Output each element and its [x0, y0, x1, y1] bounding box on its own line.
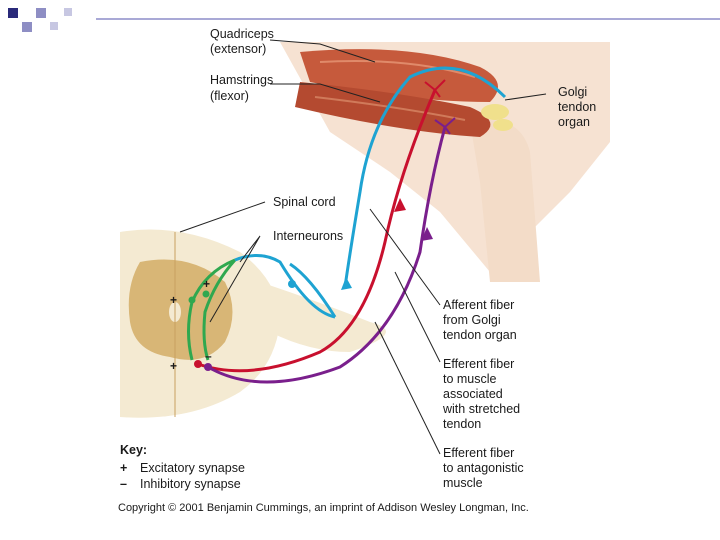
label-efferent-stretched-3: associated [443, 387, 503, 401]
label-efferent-antagonistic-1: Efferent fiber [443, 446, 514, 460]
label-quadriceps-1: Quadriceps [210, 27, 274, 41]
label-afferent-1: Afferent fiber [443, 298, 514, 312]
header-rule [96, 18, 720, 20]
label-hamstrings-2: (flexor) [210, 89, 249, 103]
label-afferent-3: tendon organ [443, 328, 517, 342]
key-symbol-inhibitory: – [120, 477, 127, 491]
slide-decoration [0, 0, 720, 40]
key-title: Key: [120, 443, 147, 457]
hamstrings-muscle [295, 82, 491, 137]
spinal-cord-section [120, 229, 386, 418]
label-efferent-antagonistic-3: muscle [443, 476, 483, 490]
golgi-tendon-organ [481, 104, 509, 120]
label-efferent-antagonistic-2: to antagonistic [443, 461, 524, 475]
label-spinal-cord: Spinal cord [273, 195, 336, 209]
label-efferent-stretched-5: tendon [443, 417, 481, 431]
leader-lines [179, 39, 547, 455]
label-efferent-stretched-2: to muscle [443, 372, 497, 386]
synapse-sign-4: – [205, 349, 212, 363]
label-golgi-2: tendon [558, 100, 596, 114]
label-quadriceps-2: (extensor) [210, 42, 266, 56]
label-golgi-3: organ [558, 115, 590, 129]
key-symbol-excitatory: + [120, 461, 127, 475]
label-afferent-2: from Golgi [443, 313, 501, 327]
synapse-sign-1: + [170, 293, 177, 307]
interneurons [187, 258, 237, 361]
synapse-sign-2: + [203, 277, 210, 291]
label-interneurons: Interneurons [273, 229, 343, 243]
label-efferent-stretched-1: Efferent fiber [443, 357, 514, 371]
label-golgi-1: Golgi [558, 85, 587, 99]
synapse-sign-3: + [170, 359, 177, 373]
key-legend: Key: + Excitatory synapse – Inhibitory s… [120, 443, 245, 491]
afferent-fiber [234, 66, 507, 319]
copyright-notice: Copyright © 2001 Benjamin Cummings, an i… [118, 502, 529, 514]
key-label-inhibitory: Inhibitory synapse [140, 477, 241, 491]
key-label-excitatory: Excitatory synapse [140, 461, 245, 475]
label-efferent-stretched-4: with stretched [442, 402, 520, 416]
label-hamstrings-1: Hamstrings [210, 73, 273, 87]
leg-illustration [280, 42, 610, 282]
efferent-fiber-antagonistic [204, 117, 456, 384]
reflex-diagram: + + + – Quadriceps (extensor) Hamstrings… [110, 22, 610, 522]
efferent-fiber-stretched [194, 79, 446, 373]
